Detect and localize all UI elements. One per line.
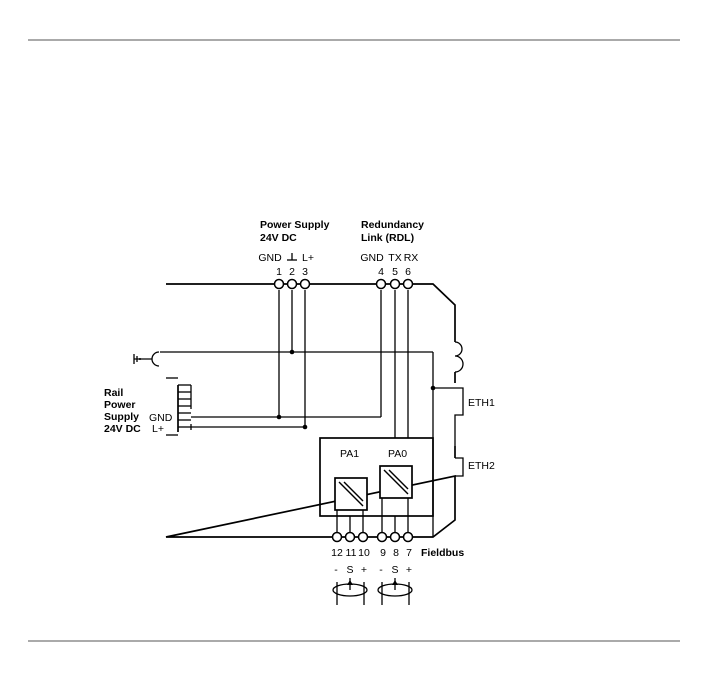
eth-junction — [431, 386, 436, 391]
earth-junction — [290, 350, 295, 355]
terminal-number-12: 12 — [331, 547, 343, 559]
terminal-2[interactable] — [288, 280, 297, 289]
terminal-name-3: L+ — [302, 252, 314, 264]
terminal-number-11: 11 — [346, 547, 357, 559]
terminal-7[interactable] — [404, 533, 413, 542]
fieldbus-cable-pa1 — [333, 578, 367, 605]
gnd-junction — [277, 415, 282, 420]
terminal-number-4: 4 — [378, 266, 384, 278]
eth2-label: ETH2 — [468, 460, 495, 472]
terminal-1[interactable] — [275, 280, 284, 289]
fieldbus-cable-pa0 — [378, 578, 412, 605]
pa1-label: PA1 — [340, 448, 359, 460]
terminal-name-1: GND — [258, 252, 282, 264]
terminal-number-1: 1 — [276, 266, 282, 278]
terminal-9[interactable] — [378, 533, 387, 542]
terminal-number-2: 2 — [289, 266, 295, 278]
rail-power-label: Rail Power Supply 24V DC — [104, 387, 141, 435]
converter-icon — [335, 478, 367, 510]
terminal-number-10: 10 — [358, 547, 370, 559]
rail-line-4: 24V DC — [104, 423, 141, 435]
terminal-number-7: 7 — [406, 547, 412, 559]
side-loop — [455, 342, 463, 372]
eth1-port[interactable]: ETH1 — [433, 388, 495, 446]
polarity-12: - — [334, 564, 338, 576]
rail-line-3: Supply — [104, 411, 139, 423]
eth2-port[interactable]: ETH2 — [455, 458, 495, 476]
terminal-6[interactable] — [404, 280, 413, 289]
lplus-junction — [303, 425, 308, 430]
terminal-name-4: GND — [360, 252, 384, 264]
polarity-9: - — [379, 564, 383, 576]
ground-icon — [287, 253, 297, 260]
terminal-number-6: 6 — [405, 266, 411, 278]
rdl-label: Redundancy Link (RDL) — [361, 219, 424, 244]
terminal-name-6: RX — [404, 252, 419, 264]
pa0-label: PA0 — [388, 448, 407, 460]
rail-line-2: Power — [104, 399, 136, 411]
rail-lplus-label: L+ — [152, 423, 164, 435]
terminal-number-5: 5 — [392, 266, 398, 278]
terminal-3[interactable] — [301, 280, 310, 289]
terminal-12[interactable] — [333, 533, 342, 542]
polarity-7: + — [406, 564, 412, 576]
earth-ground-icon — [134, 352, 159, 366]
power-supply-label: Power Supply 24V DC — [260, 219, 330, 244]
terminal-name-5: TX — [388, 252, 401, 264]
terminal-number-9: 9 — [380, 547, 386, 559]
terminal-number-8: 8 — [393, 547, 399, 559]
polarity-11: S — [346, 564, 353, 576]
fieldbus-label: Fieldbus — [421, 547, 464, 559]
power-supply-line-2: 24V DC — [260, 232, 297, 244]
terminal-number-3: 3 — [302, 266, 308, 278]
converter-icon-pa0 — [380, 466, 412, 498]
rdl-line-1: Redundancy — [361, 219, 424, 231]
terminal-4[interactable] — [377, 280, 386, 289]
power-supply-line-1: Power Supply — [260, 219, 330, 231]
eth1-label: ETH1 — [468, 397, 495, 409]
terminal-11[interactable] — [346, 533, 355, 542]
terminal-10[interactable] — [359, 533, 368, 542]
device-outline — [166, 284, 455, 537]
rdl-line-2: Link (RDL) — [361, 232, 414, 244]
rail-connector — [166, 378, 191, 435]
polarity-8: S — [391, 564, 398, 576]
terminal-5[interactable] — [391, 280, 400, 289]
rail-line-1: Rail — [104, 387, 123, 399]
polarity-10: + — [361, 564, 367, 576]
terminal-8[interactable] — [391, 533, 400, 542]
